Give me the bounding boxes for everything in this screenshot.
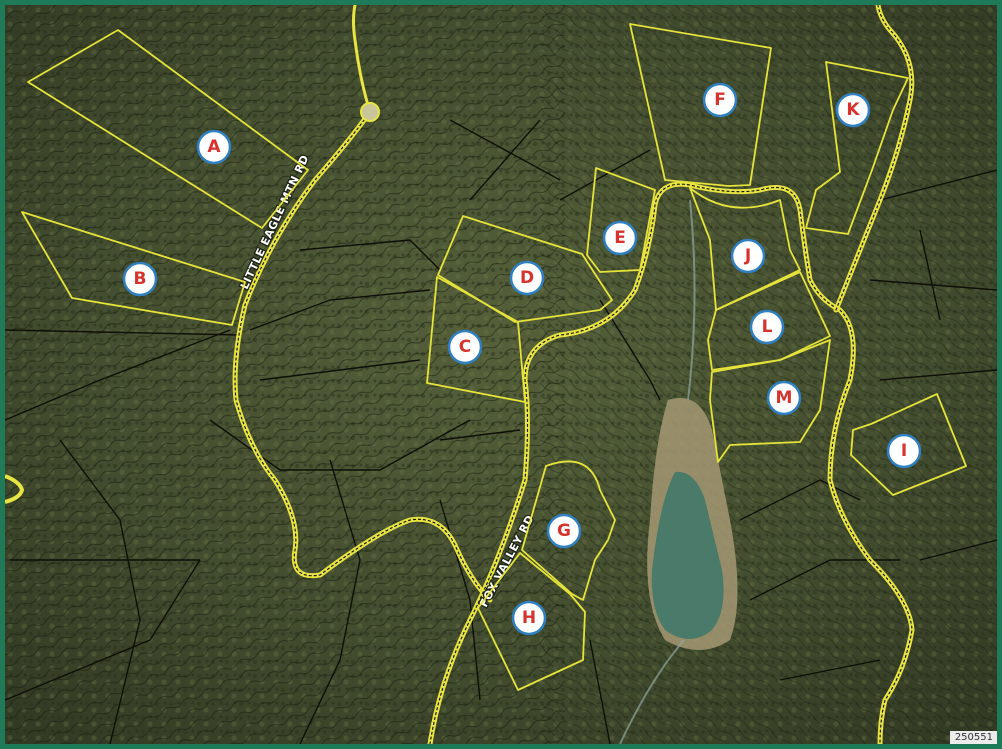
lot-outline-k <box>805 61 909 235</box>
lot-badge-c[interactable]: C <box>447 329 483 365</box>
cul-de-sac <box>360 102 380 122</box>
lot-badge-i[interactable]: I <box>886 433 922 469</box>
svg-text:E: E <box>614 228 626 248</box>
lot-outline-i <box>850 393 967 496</box>
lot-badge-h[interactable]: H <box>511 600 547 636</box>
aerial-plat-map: LITTLE EAGLE MTN RD FOX VALLEY RD A B C … <box>5 5 997 744</box>
lot-outline-a <box>27 29 309 229</box>
lot-badge-l[interactable]: L <box>749 309 785 345</box>
west-road-stub <box>5 474 25 504</box>
map-id-label: 250551 <box>949 731 997 744</box>
pond <box>651 471 724 639</box>
lot-outline-m <box>709 339 831 463</box>
roads <box>232 5 915 744</box>
lot-badge-d[interactable]: D <box>509 260 545 296</box>
lot-badge-j[interactable]: J <box>730 238 766 274</box>
lot-badge-e[interactable]: E <box>602 220 638 256</box>
svg-text:C: C <box>459 337 471 357</box>
svg-text:G: G <box>557 521 571 541</box>
lot-outline-b <box>21 211 246 326</box>
stream <box>619 199 696 744</box>
svg-text:H: H <box>522 608 536 628</box>
contour-lines-left <box>5 5 565 744</box>
lot-outline-f <box>629 23 772 187</box>
parcel-boundaries <box>5 119 997 744</box>
svg-text:F: F <box>714 90 726 110</box>
svg-text:B: B <box>134 269 147 289</box>
svg-text:L: L <box>762 317 773 337</box>
lot-badge-b[interactable]: B <box>122 261 158 297</box>
svg-text:M: M <box>776 388 793 408</box>
svg-text:I: I <box>901 441 907 461</box>
lot-outline-e <box>586 167 656 273</box>
svg-text:K: K <box>846 100 860 120</box>
lot-outline-g <box>521 460 616 601</box>
lot-badge-m[interactable]: M <box>766 380 802 416</box>
lot-outline-h <box>477 552 586 691</box>
lot-badge-a[interactable]: A <box>196 129 232 165</box>
lot-badge-f[interactable]: F <box>702 82 738 118</box>
svg-text:A: A <box>207 137 221 157</box>
svg-text:J: J <box>744 246 751 266</box>
lot-outline-j <box>689 187 801 311</box>
lot-outlines <box>21 23 967 691</box>
lot-badge-k[interactable]: K <box>835 92 871 128</box>
lot-badge-g[interactable]: G <box>546 513 582 549</box>
contour-lines-right <box>540 5 997 744</box>
lot-outline-d <box>437 215 613 323</box>
svg-text:D: D <box>520 268 534 288</box>
